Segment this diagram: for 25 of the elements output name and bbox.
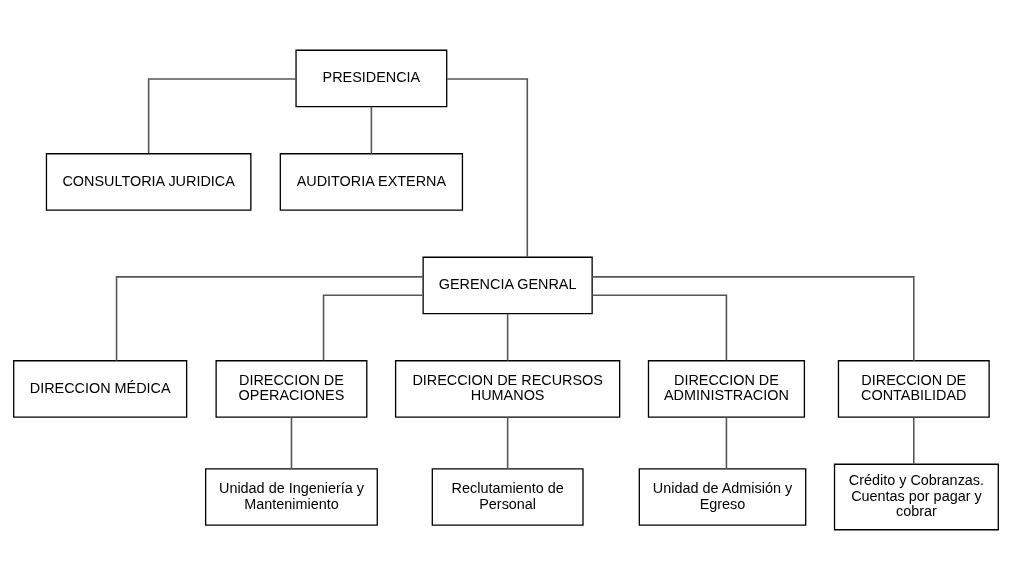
node-box: DIRECCION DE CONTABILIDAD	[837, 360, 990, 418]
node-box: DIRECCION MÉDICA	[13, 360, 188, 418]
connector	[115, 276, 424, 362]
connector	[591, 294, 728, 362]
connector	[446, 78, 529, 258]
node-box: GERENCIA GENRAL	[422, 256, 593, 315]
connector	[506, 416, 509, 470]
node-box: DIRECCION DE ADMINISTRACION	[647, 360, 806, 418]
node-box: Reclutamiento de Personal	[431, 468, 584, 526]
connector	[591, 276, 915, 362]
node-box: DIRECCION DE RECURSOS HUMANOS	[394, 360, 621, 418]
connector	[506, 312, 509, 362]
node-box: AUDITORIA EXTERNA	[279, 153, 464, 211]
connector	[913, 416, 915, 465]
node-box: PRESIDENCIA	[295, 49, 448, 108]
connector	[147, 78, 297, 155]
connector	[370, 105, 373, 155]
node-box: Crédito y Cobranzas. Cuentas por pagar y cobrar	[833, 463, 999, 531]
node-box: DIRECCION DE OPERACIONES	[215, 360, 368, 418]
connector	[725, 416, 728, 470]
node-box: CONSULTORIA JURIDICA	[45, 153, 252, 211]
connector	[322, 294, 424, 362]
connector	[290, 416, 293, 470]
node-box: Unidad de Ingeniería y Mantenimiento	[205, 468, 378, 526]
node-box: Unidad de Admisión y Egreso	[638, 468, 807, 526]
